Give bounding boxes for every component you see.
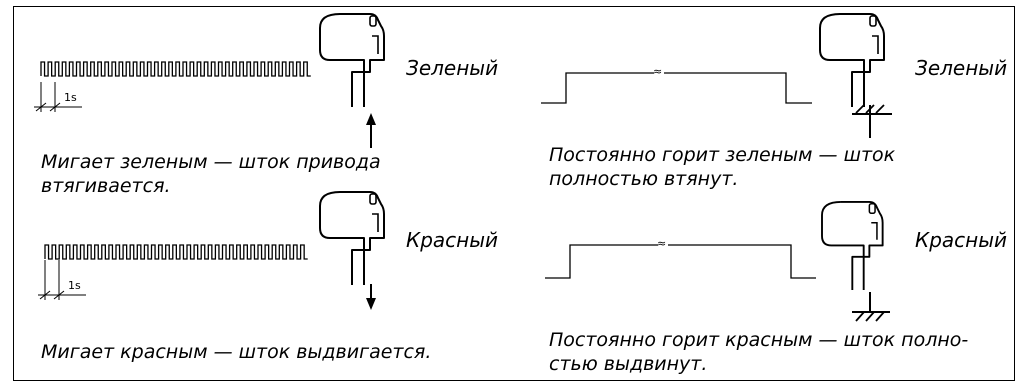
red-blink-signal	[38, 244, 308, 300]
actuator-icon	[319, 191, 385, 285]
green-steady-signal	[541, 72, 812, 104]
break-mark: ≈	[657, 237, 667, 250]
description-red-blink: Мигает красным — шток выдвигается.	[41, 340, 431, 364]
description-line: стью выдвинут.	[549, 353, 708, 375]
description-line: полностью втянут.	[549, 168, 739, 190]
ground-stop-icon	[852, 104, 892, 138]
time-label: 1s	[64, 91, 77, 104]
arrow-down-icon	[366, 284, 376, 310]
arrow-up-icon	[366, 113, 376, 148]
description-green-steady: Постоянно горит зеленым — шток полностью…	[549, 143, 895, 191]
time-label: 1s	[68, 279, 81, 292]
description-line: Мигает красным — шток выдвигается.	[41, 341, 432, 363]
description-line: Мигает зеленым — шток привода	[41, 151, 381, 173]
break-mark: ≈	[653, 65, 663, 78]
description-green-blink: Мигает зеленым — шток привода втягиваетс…	[41, 150, 381, 198]
red-steady-signal	[545, 244, 816, 279]
color-label-red: Красный	[406, 228, 499, 252]
green-blink-signal	[34, 61, 311, 112]
color-label-green: Зеленый	[915, 56, 1008, 80]
description-line: Постоянно горит красным — шток полно-	[549, 329, 969, 351]
description-line: втягивается.	[41, 175, 171, 197]
actuator-icon	[319, 13, 385, 107]
color-label-green: Зеленый	[406, 56, 499, 80]
ground-stop-icon	[852, 292, 890, 322]
description-line: Постоянно горит зеленым — шток	[549, 144, 896, 166]
description-red-steady: Постоянно горит красным — шток полно- ст…	[549, 328, 968, 376]
actuator-icon	[819, 13, 885, 107]
actuator-icon	[821, 200, 884, 290]
color-label-red: Красный	[915, 228, 1008, 252]
